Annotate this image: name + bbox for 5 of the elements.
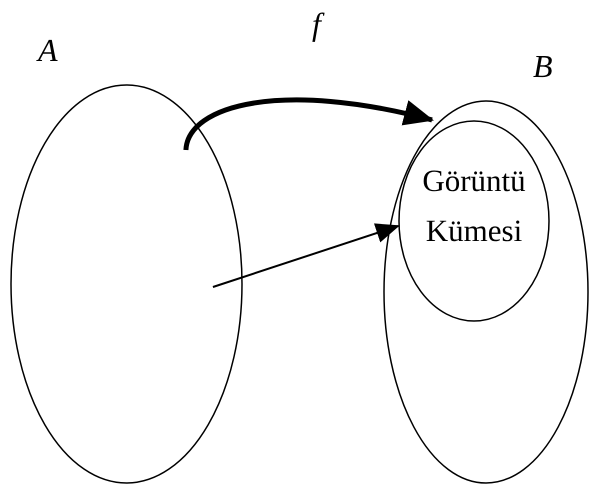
arrow [183,98,434,151]
set-name: B [533,50,553,82]
set-name: Görüntü Kümesi [421,162,527,250]
arrow [212,223,400,288]
set-name: A [38,34,58,66]
